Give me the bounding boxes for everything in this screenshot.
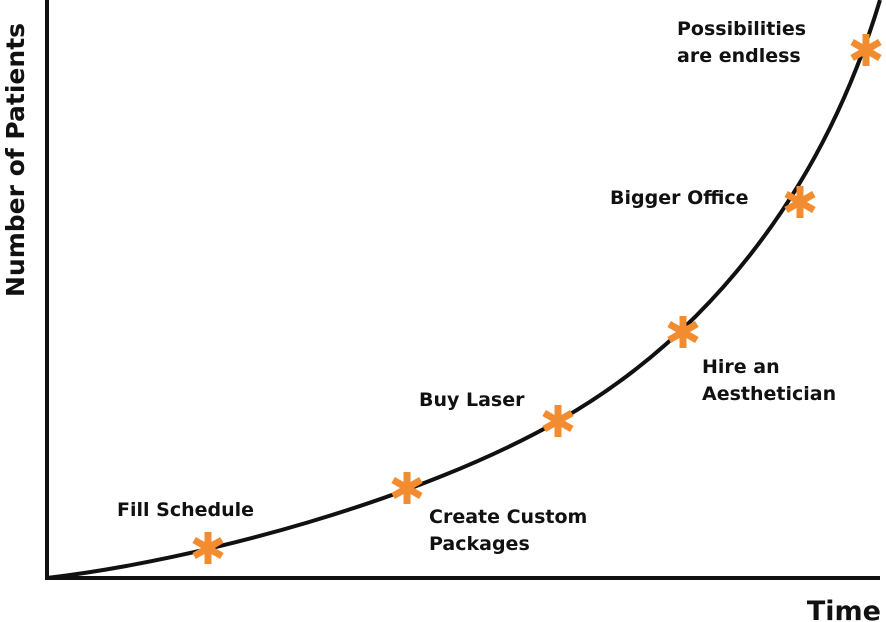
growth-curve: [46, 0, 882, 580]
asterisk-marker-icon: [850, 34, 882, 66]
milestone-label-line: Buy Laser: [419, 389, 525, 411]
milestone-label-line: Bigger Office: [610, 187, 749, 209]
x-axis-title: Time: [807, 596, 881, 622]
asterisk-marker-icon: [784, 186, 816, 218]
milestone-label-line: Packages: [429, 533, 530, 555]
milestone-label-line: Hire an: [702, 356, 780, 378]
milestone-label: Bigger Office: [610, 187, 749, 209]
asterisk-marker-icon: [542, 405, 574, 437]
milestone-label: Hire an Aesthetician: [702, 356, 836, 405]
asterisk-marker-icon: [667, 316, 699, 348]
milestone-label-line: Aesthetician: [702, 383, 836, 405]
asterisk-marker-icon: [391, 472, 423, 504]
milestone-label-line: Create Custom: [429, 506, 587, 528]
milestone-label-line: are endless: [677, 45, 801, 67]
milestone-label-line: Fill Schedule: [117, 499, 254, 521]
milestone-label: Fill Schedule: [117, 499, 254, 521]
asterisk-marker-icon: [192, 532, 224, 564]
y-axis-title: Number of Patients: [1, 23, 30, 297]
milestone-label: Possibilities are endless: [677, 18, 806, 67]
milestone-label: Buy Laser: [419, 389, 525, 411]
milestone-label-line: Possibilities: [677, 18, 806, 40]
